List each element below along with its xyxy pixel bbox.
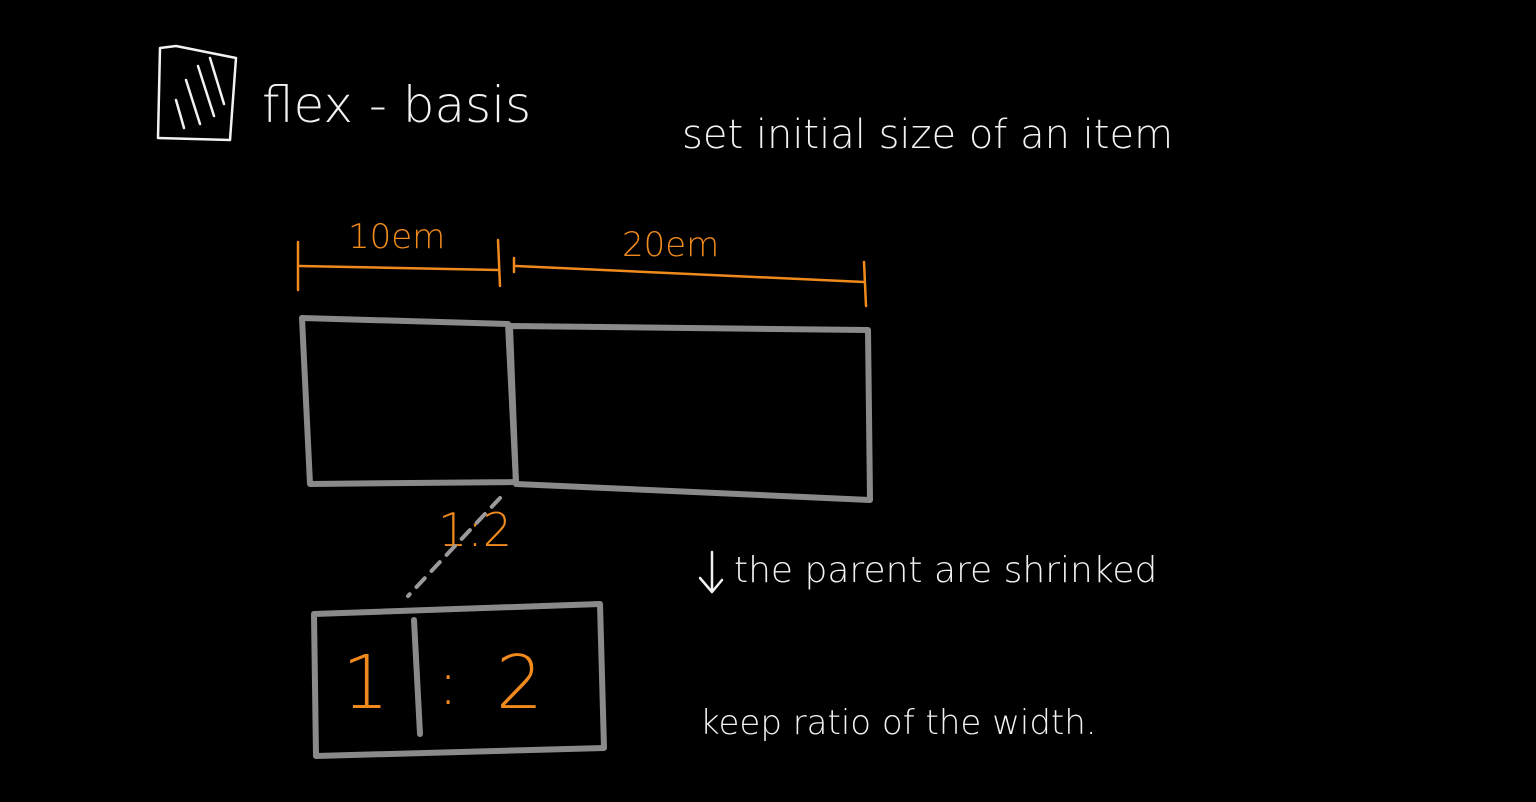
small-ratio-colon: : — [438, 649, 458, 719]
dimension-first-label: 10em — [348, 217, 445, 257]
flex-container-small — [311, 601, 607, 759]
small-item-second-label: 2 — [496, 640, 543, 726]
heading-description: set initial size of an item — [682, 112, 1173, 158]
down-arrow-icon — [698, 550, 724, 594]
dimension-line-second — [512, 256, 868, 308]
heading-title: flex - basis — [262, 76, 531, 134]
dashed-connector — [406, 496, 502, 598]
keep-ratio-note: keep ratio of the width. — [700, 703, 1097, 743]
flex-item-large-first — [299, 315, 519, 487]
shrink-note: the parent are shrinked — [734, 550, 1157, 591]
flex-item-divider — [411, 617, 423, 737]
flex-item-large-second — [507, 323, 873, 503]
ratio-label: 1:2 — [438, 503, 512, 557]
notebook-icon — [156, 44, 238, 142]
dimension-line-first — [296, 238, 502, 292]
small-item-first-label: 1 — [342, 640, 389, 726]
dimension-second-label: 20em — [622, 225, 719, 265]
